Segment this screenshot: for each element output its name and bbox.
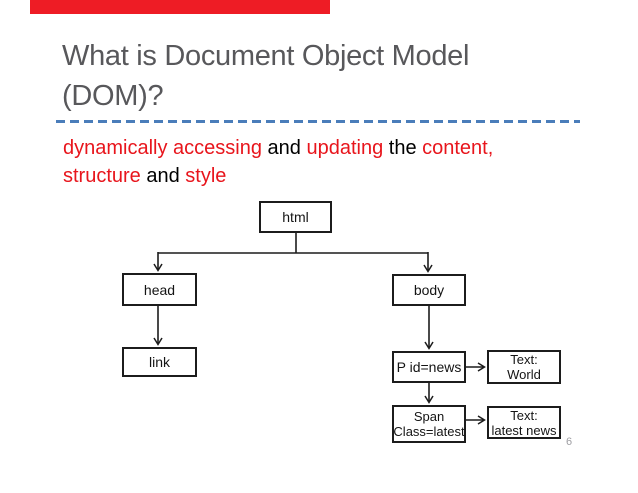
node-text-latest-line1: Text:	[510, 407, 538, 423]
node-text-latest-line2: latest news	[491, 422, 557, 438]
subtitle-seg: structure	[63, 165, 147, 187]
node-html-label: html	[282, 209, 309, 225]
subtitle-seg: the	[388, 137, 423, 159]
subtitle-seg: dynamically accessing	[63, 137, 268, 159]
node-text-world: Text: World	[487, 350, 561, 384]
subtitle-line2: structure and style	[63, 162, 583, 190]
subtitle-seg: updating	[306, 137, 389, 159]
node-span-line2: Class=latest	[393, 424, 465, 439]
node-body-label: body	[413, 282, 445, 298]
node-link: link	[122, 347, 197, 377]
slide-title-line2: (DOM)?	[62, 80, 164, 112]
subtitle-seg: and	[267, 137, 307, 159]
node-html: html	[259, 201, 332, 233]
subtitle: dynamically accessing and updating the c…	[63, 134, 583, 190]
node-link-label: link	[148, 354, 170, 370]
node-text-world-line2: World	[507, 367, 541, 382]
slide-title-line1: What is Document Object Model	[62, 40, 470, 72]
node-text-world-line1: Text:	[510, 352, 538, 367]
subtitle-seg: and	[146, 165, 186, 187]
node-span-class-latest: Span Class=latest	[392, 405, 466, 443]
page-number: 6	[566, 436, 573, 448]
subtitle-seg: content,	[422, 137, 494, 159]
node-p-id-news: P id=news	[392, 351, 466, 383]
node-head-label: head	[143, 281, 176, 298]
node-head: head	[122, 273, 197, 306]
accent-bar	[30, 0, 330, 14]
subtitle-line1: dynamically accessing and updating the c…	[63, 134, 583, 162]
node-span-line1: Span	[413, 409, 445, 424]
subtitle-seg: style	[185, 165, 227, 187]
node-text-latest-news: Text: latest news	[487, 406, 561, 439]
node-body: body	[392, 274, 466, 306]
node-p-label: P id=news	[396, 359, 462, 375]
slide-title: What is Document Object Model (DOM)?	[62, 36, 602, 116]
dashed-divider	[56, 120, 580, 123]
